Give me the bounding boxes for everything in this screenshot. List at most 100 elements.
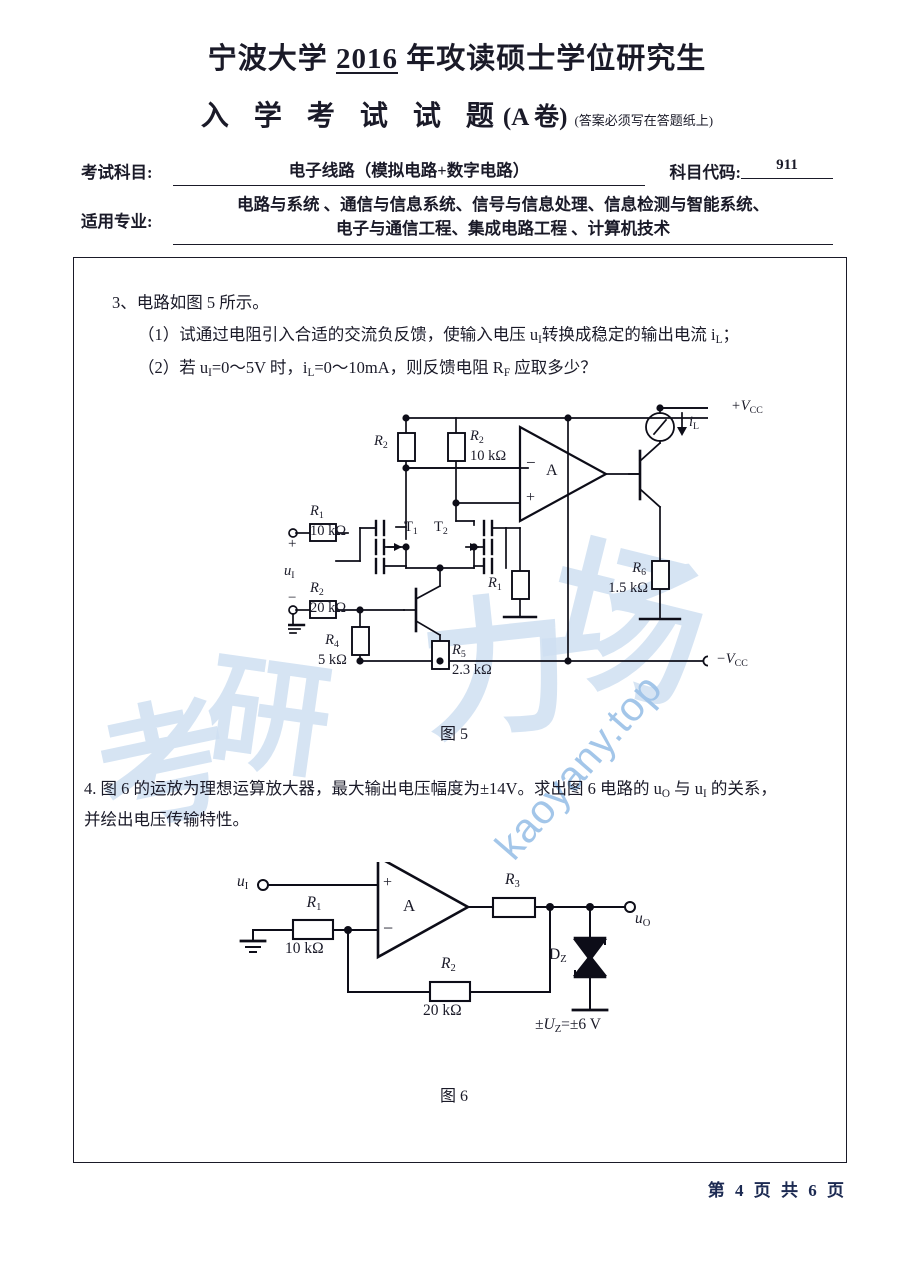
question-4-line-2: 并绘出电压传输特性。 bbox=[84, 809, 249, 829]
figure-5-caption: 图 5 bbox=[440, 726, 469, 743]
resistor-r1-mid bbox=[511, 570, 530, 600]
q3-i2-t0: （2）若 u bbox=[138, 358, 209, 378]
major-value: 电路与系统 、通信与信息系统、信号与信息处理、信息检测与智能系统、 电子与通信工… bbox=[173, 191, 833, 245]
subject-label: 考试科目: bbox=[81, 162, 153, 182]
label-r1-input-value: 10 kΩ bbox=[310, 523, 347, 540]
q3-i1-t1: I bbox=[538, 334, 542, 347]
figure-6: uI uO A + − R1 10 kΩ R2 20 kΩ R3 bbox=[205, 862, 675, 1062]
label-input-plus: + bbox=[288, 536, 297, 552]
figure-5: +VCC −VCC iL A − + R2 R2 10 kΩ bbox=[284, 398, 763, 703]
resistor-r6 bbox=[651, 560, 670, 590]
label-r6-value: 1.5 kΩ bbox=[608, 580, 648, 597]
title-note: (答案必须写在答题纸上) bbox=[574, 112, 714, 128]
question-3: 3、电路如图 5 所示。 （1）试通过电阻引入合适的交流负反馈，使输入电压 uI… bbox=[112, 287, 812, 385]
label-vcc-positive: +VCC bbox=[731, 398, 763, 416]
major-line-1: 电路与系统 、通信与信息系统、信号与信息处理、信息检测与智能系统、 bbox=[236, 194, 770, 214]
label-opamp-a: A bbox=[546, 462, 558, 479]
q3-i2-t5: F bbox=[503, 367, 511, 380]
q4-l1-t2: 与 u bbox=[669, 779, 703, 798]
junction-dots-fig6 bbox=[344, 903, 594, 934]
figure-6-circuit bbox=[239, 862, 636, 1012]
meta-row-subject: 考试科目: 电子线路（模拟电路+数字电路） 科目代码: 911 bbox=[81, 156, 833, 186]
q3-i2-t2: =0～5V 时，i bbox=[211, 358, 308, 378]
resistor-r4 bbox=[351, 626, 370, 656]
code-label: 科目代码: bbox=[669, 162, 742, 182]
label-r6: R6 1.5 kΩ bbox=[588, 559, 648, 597]
q4-l1-t1: O bbox=[661, 788, 670, 801]
label-fig6-opamp: A bbox=[403, 896, 416, 915]
question-4: 4. 图 6 的运放为理想运算放大器，最大输出电压幅度为±14V。求出图 6 电… bbox=[84, 774, 824, 835]
label-opamp-minus: − bbox=[526, 453, 536, 472]
resistor-r1 bbox=[291, 918, 335, 941]
resistor-r1-input bbox=[309, 523, 337, 542]
junction-dots bbox=[356, 404, 664, 665]
label-r5: R5 2.3 kΩ bbox=[452, 642, 492, 679]
open-terminals bbox=[702, 655, 708, 667]
q3-i2-t1: I bbox=[208, 367, 212, 380]
resistor-r2-left bbox=[397, 432, 416, 462]
resistor-r5 bbox=[431, 640, 450, 670]
content-frame bbox=[73, 257, 847, 1163]
label-r4-value: 5 kΩ bbox=[318, 652, 347, 669]
major-label: 适用专业: bbox=[81, 211, 153, 231]
code-value: 911 bbox=[741, 156, 833, 179]
label-fig6-op-plus: + bbox=[383, 874, 393, 891]
resistor-r2 bbox=[428, 980, 472, 1003]
title-exam-label: 入 学 考 试 试 题 bbox=[200, 100, 503, 132]
label-r2-left: R2 bbox=[374, 433, 388, 451]
q3-i1-t4: ； bbox=[722, 325, 739, 345]
q3-i2-t6: 应取多少？ bbox=[510, 358, 597, 378]
figure-5-circuit bbox=[288, 404, 708, 670]
label-fig6-uz: ±UZ=±6 V bbox=[535, 1016, 601, 1035]
question-4-line-1: 4. 图 6 的运放为理想运算放大器，最大输出电压幅度为±14V。求出图 6 电… bbox=[84, 774, 824, 805]
label-input-minus: − bbox=[288, 590, 297, 606]
question-4-number: 4. bbox=[84, 779, 97, 798]
exam-meta: 考试科目: 电子线路（模拟电路+数字电路） 科目代码: 911 适用专业: 电路… bbox=[81, 156, 833, 245]
label-fig6-uo: uO bbox=[635, 910, 651, 929]
figure-6-caption: 图 6 bbox=[440, 1088, 469, 1105]
q3-i1-t2: 转换成稳定的输出电流 i bbox=[541, 325, 716, 345]
q4-l1-t3: I bbox=[702, 788, 707, 801]
label-t2: T2 bbox=[434, 519, 448, 537]
label-r2-top-value: 10 kΩ bbox=[470, 448, 507, 465]
q3-i2-t4: =0～10mA，则反馈电阻 R bbox=[314, 358, 504, 378]
label-fig6-r1-value: 10 kΩ bbox=[285, 940, 324, 957]
label-fig6-r2-value: 20 kΩ bbox=[423, 1002, 462, 1019]
label-r2-input-value: 20 kΩ bbox=[310, 600, 347, 617]
title-year: 2016 bbox=[336, 43, 398, 75]
question-3-item-1: （1）试通过电阻引入合适的交流负反馈，使输入电压 uI转换成稳定的输出电流 iL… bbox=[112, 319, 812, 352]
label-r4: R4 5 kΩ bbox=[318, 632, 347, 669]
question-3-stem-row: 3、电路如图 5 所示。 bbox=[112, 287, 812, 319]
q3-i2-t3: L bbox=[307, 367, 315, 380]
label-vcc-negative: −VCC bbox=[716, 651, 748, 669]
q4-l1-t0: 图 6 的运放为理想运算放大器，最大输出电压幅度为±14V。求出图 6 电路的 … bbox=[100, 779, 662, 798]
resistor-r2-top bbox=[447, 432, 466, 462]
question-3-stem: 电路如图 5 所示。 bbox=[136, 293, 269, 312]
label-fig6-r2: R2 bbox=[441, 955, 456, 974]
label-fig6-r3: R3 bbox=[505, 871, 520, 890]
label-il: iL bbox=[689, 414, 700, 432]
meta-row-major: 适用专业: 电路与系统 、通信与信息系统、信号与信息处理、信息检测与智能系统、 … bbox=[81, 191, 833, 245]
page-title-line2: 入 学 考 试 试 题(A 卷) (答案必须写在答题纸上) bbox=[0, 99, 914, 134]
label-r1-input: R1 10 kΩ bbox=[310, 503, 347, 540]
label-fig6-dz: DZ bbox=[549, 946, 567, 965]
label-r5-value: 2.3 kΩ bbox=[452, 662, 492, 679]
label-r2-top: R2 10 kΩ bbox=[470, 428, 507, 465]
title-suffix: 年攻读硕士学位研究生 bbox=[398, 43, 707, 75]
page-title-line1: 宁波大学 2016 年攻读硕士学位研究生 bbox=[0, 0, 914, 77]
label-ui: uI bbox=[284, 563, 295, 581]
question-3-item-2: （2）若 uI=0～5V 时，iL=0～10mA，则反馈电阻 RF 应取多少？ bbox=[112, 352, 812, 385]
q3-i1-t0: （1）试通过电阻引入合适的交流负反馈，使输入电压 u bbox=[138, 325, 539, 345]
label-fig6-op-minus: − bbox=[383, 918, 394, 938]
label-fig6-r1: R1 bbox=[306, 894, 322, 913]
title-volume: (A 卷) bbox=[502, 103, 568, 131]
question-3-number: 3、 bbox=[112, 293, 137, 312]
label-r1-mid: R1 bbox=[488, 575, 502, 593]
resistor-r2-input bbox=[309, 600, 337, 619]
label-opamp-plus: + bbox=[526, 489, 536, 506]
label-fig6-ui: uI bbox=[237, 873, 249, 892]
label-t1: T1 bbox=[404, 519, 418, 537]
q3-i1-t3: L bbox=[715, 334, 723, 347]
q4-l1-t4: 的关系， bbox=[706, 779, 777, 798]
